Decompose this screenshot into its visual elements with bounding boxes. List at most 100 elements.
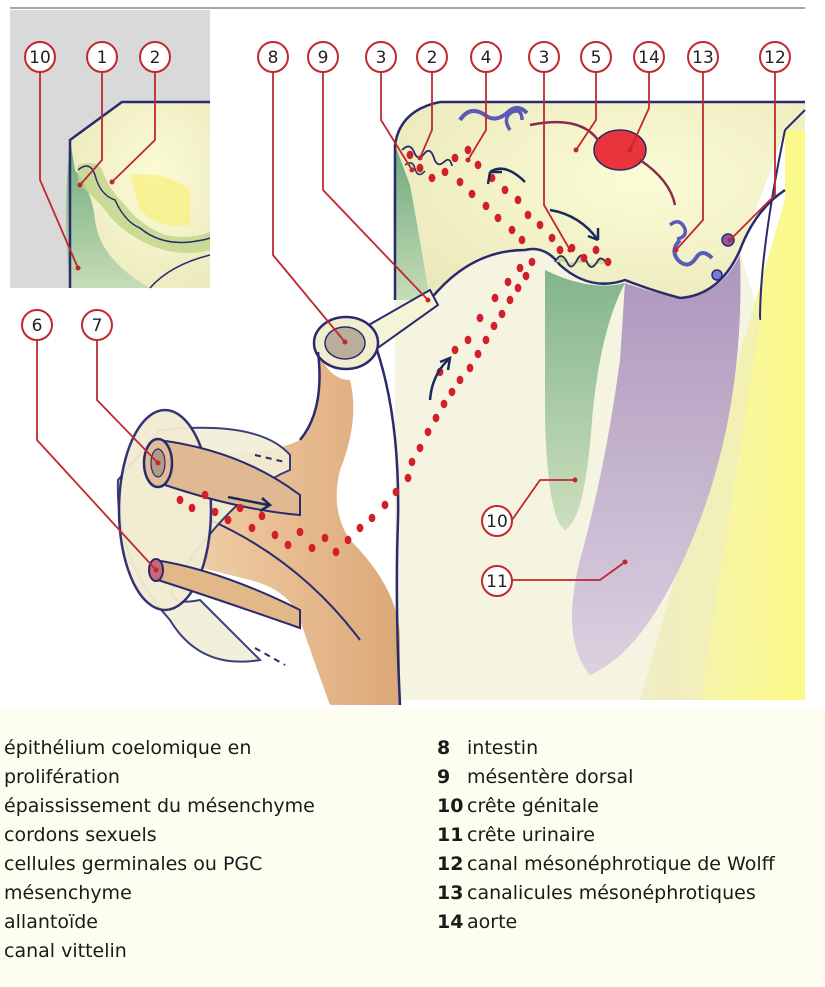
legend-number: 11 [437, 821, 467, 850]
callout-4: 4 [471, 42, 501, 72]
germ-cell [333, 548, 340, 556]
germ-cell [449, 388, 456, 396]
germ-cell [177, 496, 184, 504]
germ-cell [529, 258, 536, 266]
germ-cell [593, 246, 600, 254]
legend-number: 10 [437, 792, 467, 821]
legend-text: canalicules mésonéphrotiques [467, 882, 756, 904]
germ-cell [369, 514, 376, 522]
legend-left-column: épithélium coelomique en prolifération é… [4, 734, 315, 966]
germ-cell [409, 458, 416, 466]
germ-cell [297, 528, 304, 536]
germ-cell [457, 178, 464, 186]
callout-10: 10 [482, 506, 512, 536]
legend-text: intestin [467, 737, 538, 759]
svg-text:12: 12 [764, 48, 786, 68]
germ-cell [549, 234, 556, 242]
germ-cell [417, 164, 424, 172]
germ-cell [202, 491, 209, 499]
svg-text:9: 9 [318, 48, 329, 68]
germ-cell [322, 534, 329, 542]
svg-text:3: 3 [539, 48, 550, 68]
svg-text:5: 5 [591, 48, 602, 68]
embryology-diagram: 10 1 2 8 9 3 2 4 3 5 14 13 12 6 7 10 11 [0, 0, 825, 710]
svg-text:10: 10 [486, 512, 508, 532]
germ-cell [491, 322, 498, 330]
germ-cell [417, 444, 424, 452]
germ-cell [495, 214, 502, 222]
germ-cell [393, 488, 400, 496]
germ-cell [357, 524, 364, 532]
germ-cell [457, 376, 464, 384]
svg-text:11: 11 [486, 572, 508, 592]
germ-cell [557, 246, 564, 254]
callout-7: 7 [82, 310, 112, 340]
germ-cell [259, 512, 266, 520]
legend-number: 13 [437, 879, 467, 908]
germ-cell [345, 536, 352, 544]
germ-cell [309, 544, 316, 552]
callout-13: 13 [688, 42, 718, 72]
callout-2-inset: 2 [140, 42, 170, 72]
callout-9: 9 [308, 42, 338, 72]
germ-cell [212, 508, 219, 516]
callout-12: 12 [760, 42, 790, 72]
svg-text:2: 2 [427, 48, 438, 68]
germ-cell [382, 501, 389, 509]
germ-cell [499, 310, 506, 318]
legend-item: épaississement du mésenchyme [4, 792, 315, 821]
legend-item: 9mésentère dorsal [437, 763, 775, 792]
germ-cell [225, 516, 232, 524]
legend-item: cellules germinales ou PGC [4, 850, 315, 879]
germ-cell [405, 474, 412, 482]
germ-cell [525, 211, 532, 219]
svg-text:6: 6 [32, 316, 43, 336]
germ-cell [433, 414, 440, 422]
germ-cell [189, 504, 196, 512]
germ-cell [519, 236, 526, 244]
legend-item: épithélium coelomique en [4, 734, 315, 763]
germ-cell [537, 221, 544, 229]
callout-3a: 3 [366, 42, 396, 72]
legend-number: 8 [437, 734, 467, 763]
germ-cell [465, 146, 472, 154]
germ-cell [483, 202, 490, 210]
germ-cell [515, 284, 522, 292]
germ-cell [429, 174, 436, 182]
callout-10-inset: 10 [25, 42, 55, 72]
callout-14: 14 [634, 42, 664, 72]
germ-cell [492, 294, 499, 302]
germ-cell [452, 154, 459, 162]
germ-cell [469, 190, 476, 198]
germ-cell [605, 258, 612, 266]
germ-cell [477, 314, 484, 322]
legend-item: cordons sexuels [4, 821, 315, 850]
legend-text: crête urinaire [467, 824, 595, 846]
svg-text:13: 13 [692, 48, 714, 68]
callout-5: 5 [581, 42, 611, 72]
legend-text: aorte [467, 911, 517, 933]
germ-cell [509, 226, 516, 234]
germ-cell [425, 428, 432, 436]
callout-6: 6 [22, 310, 52, 340]
callout-8: 8 [258, 42, 288, 72]
germ-cell [441, 400, 448, 408]
germ-cell [475, 350, 482, 358]
legend-item: 8intestin [437, 734, 775, 763]
germ-cell [505, 278, 512, 286]
callout-1-inset: 1 [87, 42, 117, 72]
germ-cell [515, 196, 522, 204]
callout-2: 2 [417, 42, 447, 72]
svg-text:14: 14 [638, 48, 660, 68]
legend-text: canal mésonéphrotique de Wolff [467, 853, 775, 875]
legend-text: mésentère dorsal [467, 766, 633, 788]
germ-cell [285, 541, 292, 549]
legend-number: 12 [437, 850, 467, 879]
legend-number: 9 [437, 763, 467, 792]
svg-text:8: 8 [268, 48, 279, 68]
germ-cell [502, 186, 509, 194]
germ-cell [581, 254, 588, 262]
